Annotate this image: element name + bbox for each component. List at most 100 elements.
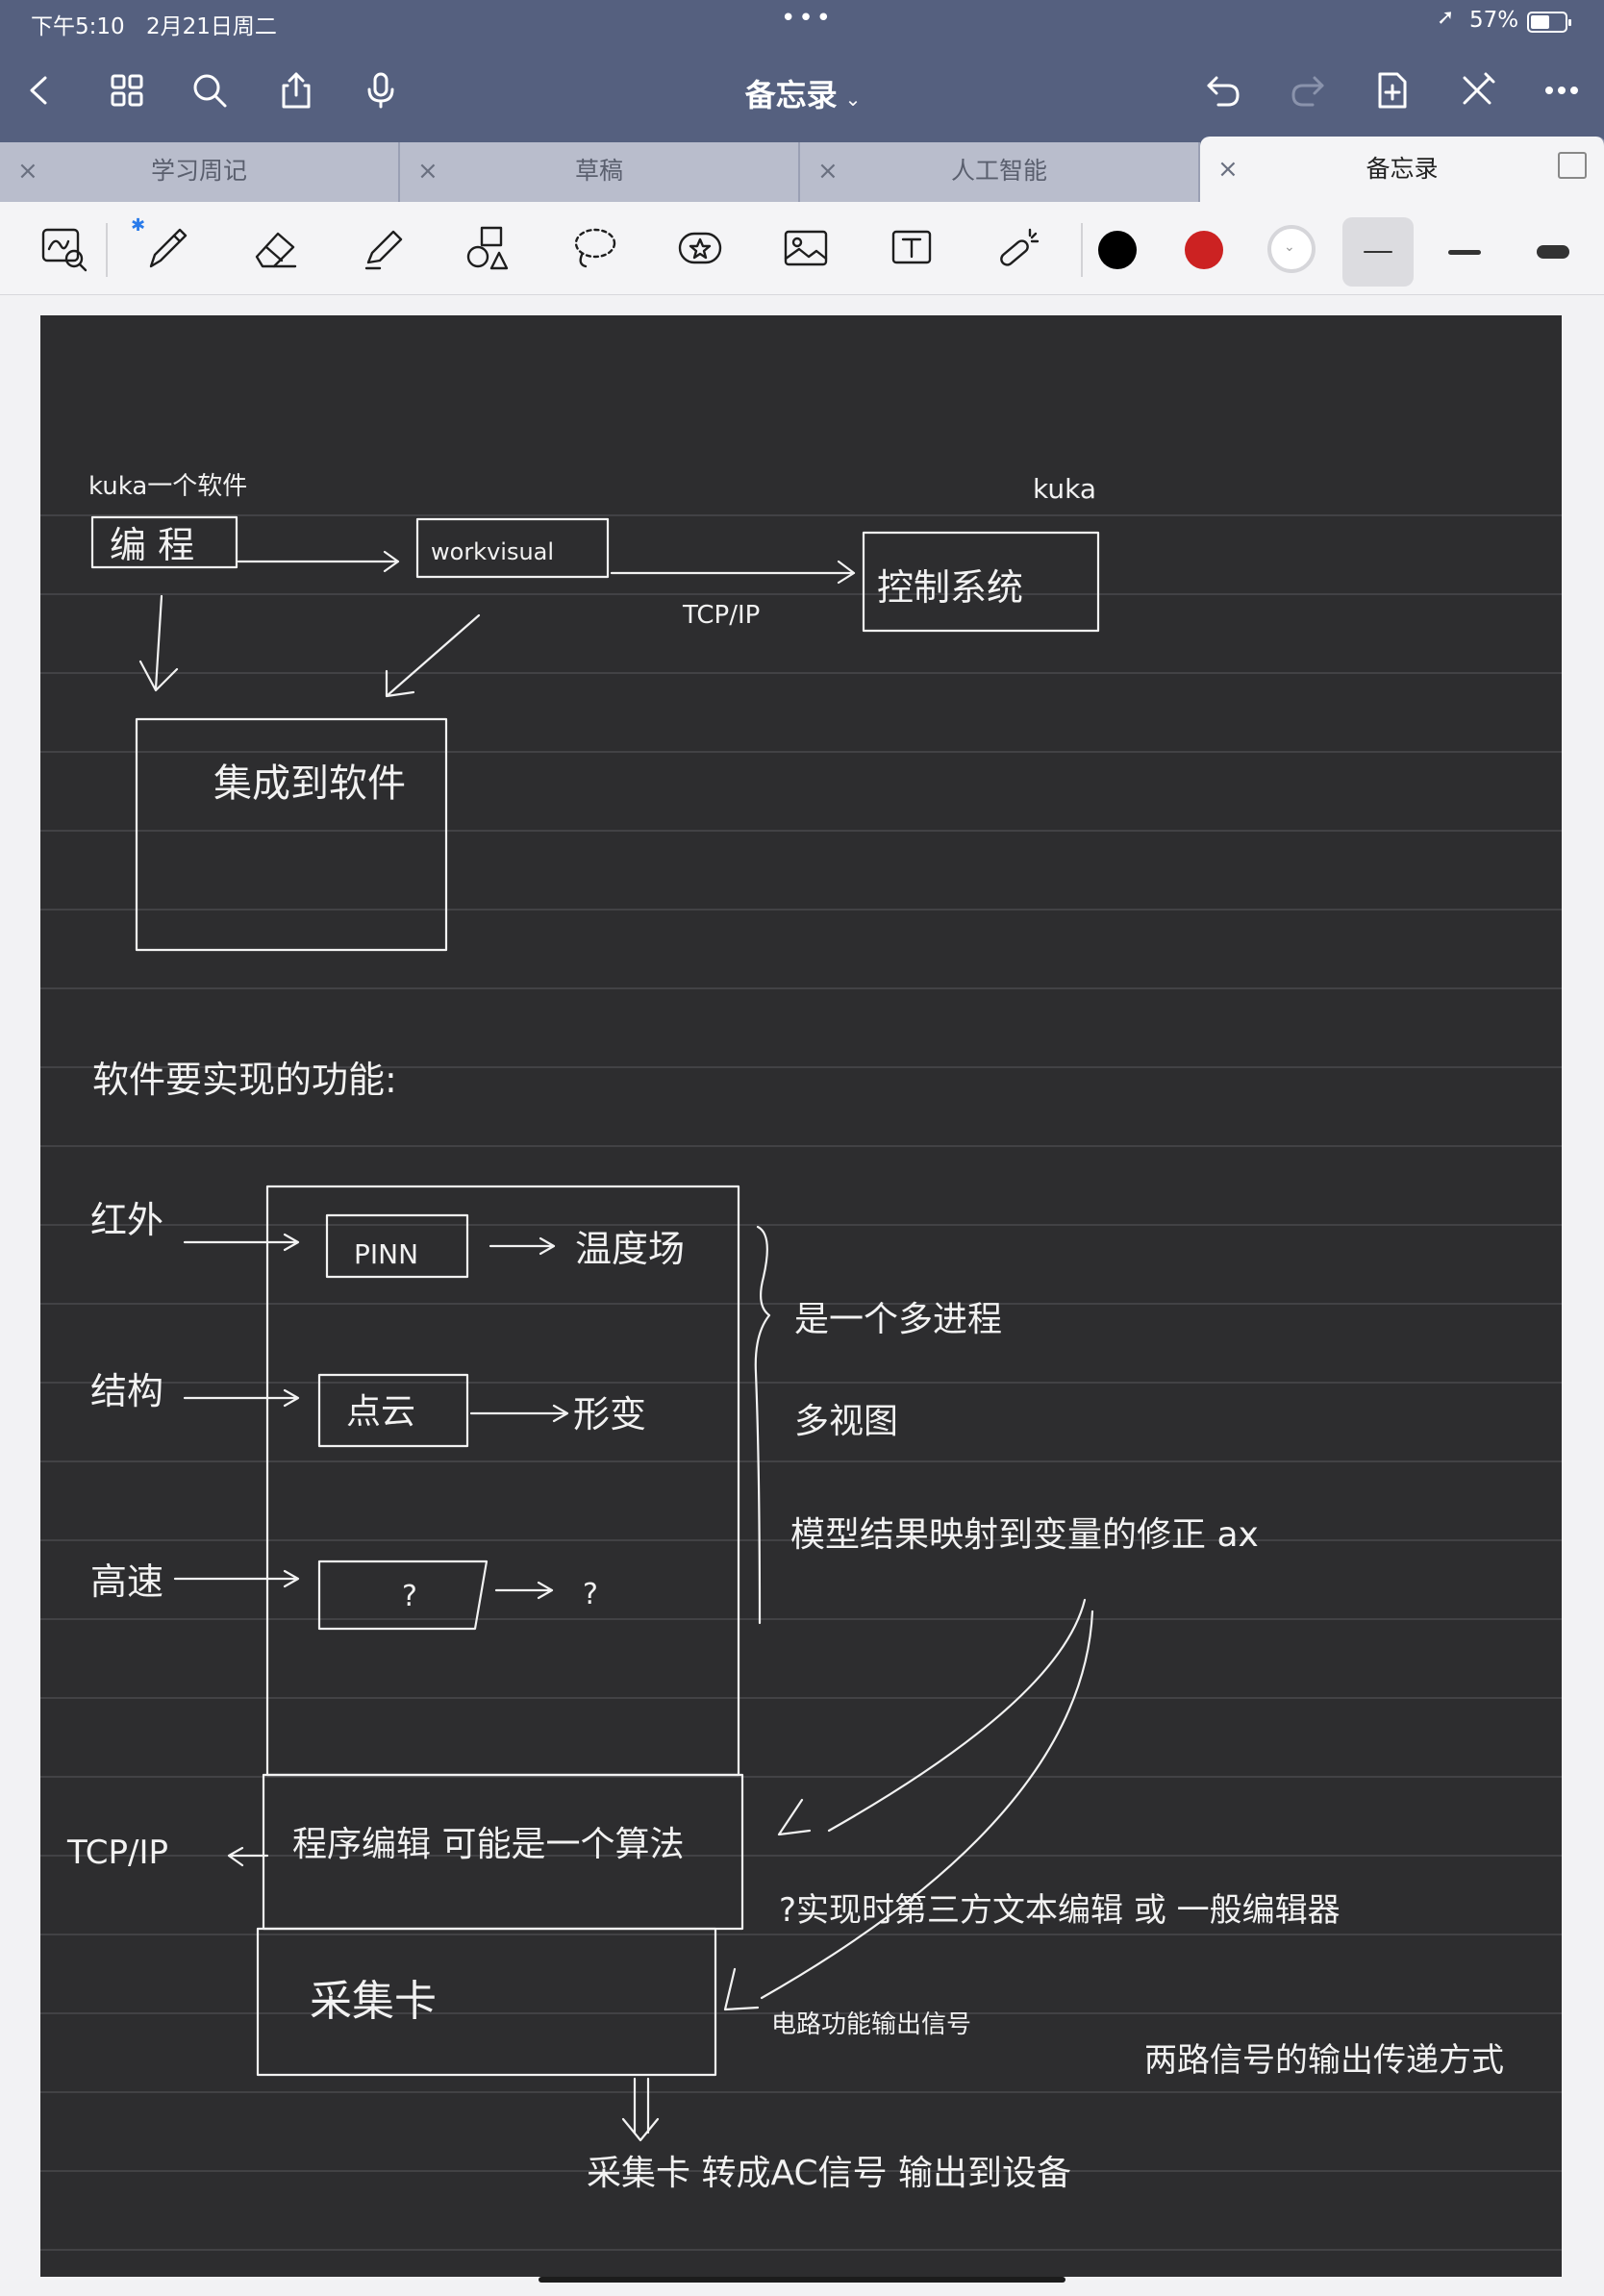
- undo-icon: [1207, 76, 1240, 107]
- sticker-tool[interactable]: [671, 219, 729, 277]
- box-point-cloud: [317, 1373, 469, 1448]
- eraser-tool[interactable]: [246, 219, 304, 277]
- divider: [106, 223, 108, 277]
- label-collect: 采集卡: [310, 1977, 437, 2026]
- arrow-output-curve: [723, 1610, 1094, 2011]
- arrow-structure: [183, 1388, 300, 1408]
- voice-button[interactable]: [352, 62, 410, 119]
- sidebar-toggle-icon[interactable]: [1558, 152, 1587, 179]
- label-io-signal: 两路信号的输出传递方式: [1144, 2041, 1504, 2080]
- label-integration: 集成到软件: [213, 761, 406, 806]
- redo-icon: [1291, 76, 1324, 107]
- tab-memo[interactable]: × 备忘录: [1200, 137, 1604, 202]
- battery-icon: [1527, 12, 1571, 33]
- pencil-cross-icon: [1463, 72, 1495, 105]
- label-realize-editor: ?实现时第三方文本编辑 或 一般编辑器: [779, 1891, 1341, 1930]
- undo-button[interactable]: [1194, 62, 1252, 119]
- close-icon[interactable]: ×: [1217, 155, 1239, 184]
- label-program-edit: 程序编辑 可能是一个算法: [292, 1825, 684, 1864]
- share-button[interactable]: [267, 62, 325, 119]
- image-tool[interactable]: [777, 219, 835, 277]
- microphone-icon: [367, 72, 394, 109]
- tab-bar: × 学习周记 × 草稿 × 人工智能 × 备忘录: [0, 137, 1604, 202]
- label-workvisual: workvisual: [431, 538, 554, 565]
- label-temperature-field: 温度场: [575, 1228, 685, 1270]
- arrow-speed: [173, 1569, 300, 1588]
- color-swatch-red[interactable]: [1185, 231, 1223, 269]
- box-program-edit: [262, 1773, 744, 1931]
- label-point-cloud: 点云: [346, 1392, 415, 1432]
- brace: [754, 1225, 771, 1625]
- label-thermal: 红外: [90, 1199, 163, 1241]
- arrow-down-final: [621, 2077, 660, 2142]
- arrow-workvisual-down: [385, 613, 481, 698]
- arrow-unknown: [494, 1581, 554, 1600]
- label-kuka-software: kuka一个软件: [88, 472, 247, 501]
- sticker-icon: [678, 232, 722, 264]
- laser-pointer-icon: [1000, 228, 1040, 266]
- add-page-icon: [1378, 72, 1407, 109]
- nav-bar: 备忘录⌄: [0, 48, 1604, 137]
- handwriting-search-icon: [41, 228, 88, 272]
- label-final: 采集卡 转成AC信号 输出到设备: [587, 2154, 1071, 2193]
- arrow-compile-workvisual: [237, 550, 400, 573]
- highlighter-tool[interactable]: [354, 219, 412, 277]
- shapes-icon: [466, 226, 509, 270]
- document-title-text: 备忘录: [744, 77, 838, 113]
- laser-tool[interactable]: [989, 219, 1046, 277]
- label-fixed-output: 电路功能输出信号: [771, 2010, 971, 2039]
- battery-percent: 57%: [1469, 8, 1519, 33]
- notebook-page[interactable]: kuka一个软件 编 程 workvisual TCP/IP kuka 控制系统…: [40, 315, 1562, 2277]
- text-icon: [891, 230, 932, 264]
- close-icon[interactable]: ×: [17, 157, 38, 186]
- arrow-workvisual-controller: [610, 560, 856, 585]
- stroke-thick[interactable]: [1517, 217, 1589, 287]
- more-button[interactable]: [1533, 62, 1591, 119]
- drawing-toolbar: ✱ ⌄: [0, 202, 1604, 295]
- document-title[interactable]: 备忘录⌄: [673, 71, 933, 115]
- tab-ai[interactable]: × 人工智能: [800, 142, 1200, 202]
- home-indicator[interactable]: [539, 2277, 1065, 2283]
- pen-tool[interactable]: [138, 219, 196, 277]
- box-compile: [90, 515, 238, 569]
- tab-draft[interactable]: × 草稿: [400, 142, 800, 202]
- label-speed: 高速: [90, 1560, 163, 1603]
- label-compile: 编 程: [110, 524, 194, 566]
- box-integration: [135, 717, 448, 952]
- box-software-main: [265, 1185, 740, 1777]
- image-icon: [784, 230, 828, 266]
- tab-weekly[interactable]: × 学习周记: [0, 142, 400, 202]
- share-icon: [282, 72, 311, 109]
- lasso-tool[interactable]: [565, 219, 623, 277]
- shapes-tool[interactable]: [460, 219, 517, 277]
- multitask-dots[interactable]: •••: [781, 4, 835, 33]
- redo-button[interactable]: [1279, 62, 1337, 119]
- status-date: 2月21日周二: [146, 14, 277, 39]
- add-page-button[interactable]: [1364, 62, 1421, 119]
- label-question-2: ?: [583, 1578, 598, 1611]
- label-software-functions: 软件要实现的功能:: [92, 1059, 397, 1101]
- arrow-tcpip: [227, 1846, 269, 1867]
- grid-view-button[interactable]: [98, 62, 156, 119]
- label-pinn: PINN: [354, 1238, 418, 1270]
- box-unknown: [317, 1560, 489, 1631]
- back-button[interactable]: [12, 62, 69, 119]
- stroke-medium[interactable]: [1429, 217, 1500, 287]
- box-pinn: [325, 1213, 469, 1279]
- box-collect: [256, 1927, 717, 2077]
- pen-settings-button[interactable]: [1448, 62, 1506, 119]
- label-structure: 结构: [90, 1370, 163, 1412]
- color-swatch-black[interactable]: [1098, 231, 1137, 269]
- tab-label: 备忘录: [1366, 155, 1439, 183]
- text-tool[interactable]: [883, 219, 940, 277]
- arrow-compile-down: [138, 594, 179, 692]
- stroke-thin[interactable]: [1342, 217, 1414, 287]
- handwriting-search-button[interactable]: [35, 219, 92, 277]
- close-icon[interactable]: ×: [817, 157, 839, 186]
- color-swatch-white[interactable]: ⌄: [1267, 225, 1316, 273]
- close-icon[interactable]: ×: [417, 157, 439, 186]
- handwriting-svg[interactable]: kuka一个软件 编 程 workvisual TCP/IP kuka 控制系统…: [40, 315, 1562, 2277]
- search-button[interactable]: [181, 62, 238, 119]
- label-tcpip-bottom: TCP/IP: [66, 1834, 168, 1872]
- search-icon: [193, 74, 227, 108]
